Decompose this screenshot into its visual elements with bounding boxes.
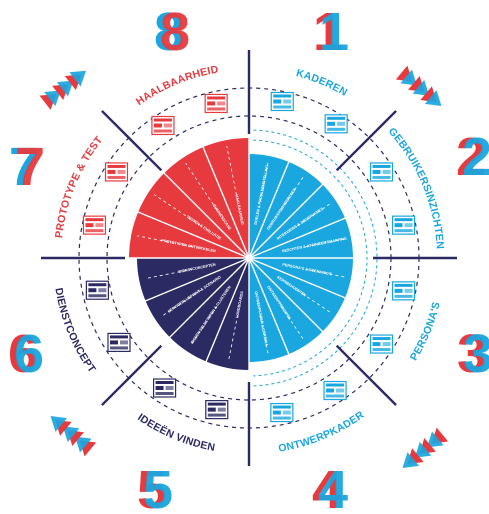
svg-text:6: 6 bbox=[8, 324, 38, 384]
sector-gap bbox=[133, 209, 250, 259]
svg-text:4: 4 bbox=[318, 460, 348, 514]
svg-text:2: 2 bbox=[462, 127, 489, 187]
sector-ray-label: HAALBAARHEID bbox=[234, 194, 244, 225]
sector-dashed-ray bbox=[259, 314, 269, 355]
tool-illustration-icon bbox=[82, 215, 107, 235]
tool-illustration-icon bbox=[85, 280, 109, 300]
sector-dashed-ray bbox=[280, 176, 304, 211]
phase-label-3: PERSONA'S bbox=[408, 301, 443, 363]
sector-dashed-ray bbox=[305, 238, 346, 248]
sector-gap bbox=[200, 142, 250, 259]
sector-gap bbox=[248, 169, 338, 259]
phase-divider bbox=[335, 110, 397, 172]
sector-dashed-ray bbox=[259, 161, 269, 202]
tool-illustration-icon bbox=[107, 332, 131, 353]
phase-label-1: KADEREN bbox=[295, 67, 349, 99]
phase-number-6: 66 bbox=[8, 324, 44, 384]
wheel-sectors bbox=[124, 133, 374, 383]
sector-gap bbox=[133, 257, 250, 307]
tool-illustration-icon bbox=[324, 114, 348, 134]
tool-illustration-icon bbox=[151, 115, 175, 136]
sector-gap bbox=[160, 169, 250, 259]
sector-dashed-ray bbox=[280, 305, 304, 340]
phase-number-1: 11 bbox=[313, 2, 349, 62]
phase-divider bbox=[101, 110, 163, 172]
svg-text:1: 1 bbox=[319, 2, 349, 62]
phase-icons bbox=[82, 91, 416, 423]
sector-dashed-ray bbox=[296, 203, 331, 227]
arrows-3-4-icon bbox=[402, 427, 449, 468]
tool-illustration-icon bbox=[391, 215, 416, 235]
tool-illustration-icon bbox=[270, 91, 294, 112]
svg-text:5: 5 bbox=[137, 460, 167, 514]
sector-gap bbox=[248, 257, 365, 307]
sector-gap bbox=[248, 142, 298, 259]
arrows-5-6-icon bbox=[50, 416, 97, 457]
tool-illustration-icon bbox=[270, 402, 294, 423]
sector-gap bbox=[248, 257, 338, 347]
svg-text:5: 5 bbox=[143, 460, 173, 514]
svg-text:4: 4 bbox=[312, 460, 342, 514]
tool-illustration-icon bbox=[204, 93, 228, 114]
phase-number-2: 22 bbox=[456, 127, 489, 187]
tool-illustration-icon bbox=[323, 380, 347, 401]
sector-dashed-ray bbox=[144, 268, 193, 280]
blue-dashed-arc bbox=[253, 139, 368, 377]
svg-text:8: 8 bbox=[154, 2, 184, 62]
phase-label-5: IDEEËN VINDEN bbox=[135, 411, 216, 453]
phase-label-6: DIENSTCONCEPT bbox=[52, 287, 98, 375]
sector-dashed-ray bbox=[296, 289, 331, 313]
direction-arrows bbox=[39, 65, 449, 468]
sector-dashed-ray bbox=[160, 289, 202, 318]
svg-text:1: 1 bbox=[313, 2, 343, 62]
phase-divider bbox=[101, 344, 163, 406]
sector-dashed-ray bbox=[189, 305, 218, 347]
phase-number-3: 33 bbox=[457, 324, 489, 384]
sector-gap bbox=[200, 257, 250, 374]
svg-text:6: 6 bbox=[14, 324, 44, 384]
sector-gap bbox=[248, 209, 365, 259]
sector-gap bbox=[160, 257, 250, 347]
tool-illustration-icon bbox=[391, 281, 416, 301]
phase-number-4: 44 bbox=[312, 460, 348, 514]
phase-numbers: 11 22 33 44 55 66 77 88 bbox=[8, 2, 489, 514]
phase-divider-lines bbox=[41, 50, 457, 466]
tool-illustration-icon bbox=[205, 400, 229, 420]
tool-illustration-icon bbox=[369, 162, 394, 182]
arrows-7-8-icon bbox=[39, 70, 87, 110]
phase-number-5: 55 bbox=[137, 460, 173, 514]
phase-divider bbox=[335, 344, 397, 406]
svg-text:7: 7 bbox=[15, 137, 45, 197]
tool-illustration-icon bbox=[152, 378, 177, 398]
svg-text:2: 2 bbox=[456, 127, 486, 187]
svg-text:3: 3 bbox=[457, 324, 487, 384]
sector-dashed-ray bbox=[227, 314, 239, 363]
svg-text:7: 7 bbox=[9, 137, 39, 197]
phase-number-7: 77 bbox=[9, 137, 45, 197]
tool-illustration-icon bbox=[104, 162, 129, 182]
svg-text:3: 3 bbox=[463, 324, 489, 384]
sector-ray-label: DIENSTCONCEPTEN bbox=[178, 263, 216, 274]
arrows-1-2-icon bbox=[395, 65, 442, 106]
sector-ray-label: LUNDBOARDS bbox=[235, 290, 244, 318]
tool-illustration-icon bbox=[369, 334, 394, 354]
sector-dashed-ray bbox=[305, 268, 346, 278]
sector-gap bbox=[248, 257, 298, 374]
phase-number-8: 88 bbox=[154, 2, 190, 62]
svg-text:8: 8 bbox=[160, 2, 190, 62]
